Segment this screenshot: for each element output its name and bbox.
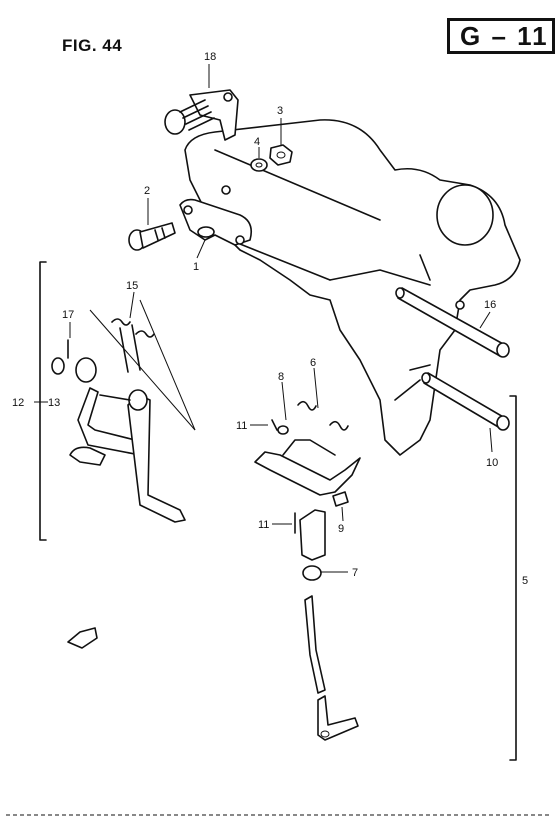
part-4-washer [250, 158, 268, 172]
part-1-plate [179, 198, 253, 246]
part-5-linkage [299, 509, 359, 741]
part-number-11-upper: 11 [236, 420, 247, 432]
part-2-bolt [128, 222, 176, 251]
part-number-7: 7 [352, 567, 358, 579]
part-number-8: 8 [278, 371, 284, 383]
part-15-springs [111, 318, 155, 338]
part-9-bolt [332, 491, 349, 507]
part-number-1: 1 [193, 261, 199, 273]
part-number-17: 17 [62, 309, 74, 321]
part-number-15: 15 [126, 280, 138, 292]
figure-label: FIG. 44 [62, 36, 123, 55]
part-10-pin [421, 372, 510, 431]
part-18-spring-cam [164, 89, 239, 141]
leader-lines [6, 64, 550, 816]
part-12-lever-assembly [69, 299, 196, 523]
part-number-18: 18 [204, 51, 216, 63]
part-3-nut [269, 144, 293, 166]
part-number-9: 9 [338, 523, 344, 535]
part-number-3: 3 [277, 105, 283, 117]
part-6-tilt-bracket [254, 400, 361, 496]
part-number-4: 4 [254, 136, 260, 148]
part-number-6: 6 [310, 357, 316, 369]
part-11-pin-upper [271, 419, 278, 431]
part-number-16: 16 [484, 299, 496, 311]
group-bracket-12 [39, 261, 47, 541]
page-code-box: G – 11 [447, 18, 555, 54]
front-arrow-icon [67, 627, 98, 649]
part-number-13: 13 [48, 397, 60, 409]
part-number-10: 10 [486, 457, 498, 469]
part-number-12: 12 [12, 397, 24, 409]
group-bracket-5 [509, 395, 517, 761]
part-number-5: 5 [522, 575, 528, 587]
part-13-collar [51, 357, 65, 375]
part-number-2: 2 [144, 185, 150, 197]
part-number-11-lower: 11 [258, 519, 269, 531]
part-16-pin [395, 287, 510, 358]
clamp-bracket-body [184, 119, 521, 456]
